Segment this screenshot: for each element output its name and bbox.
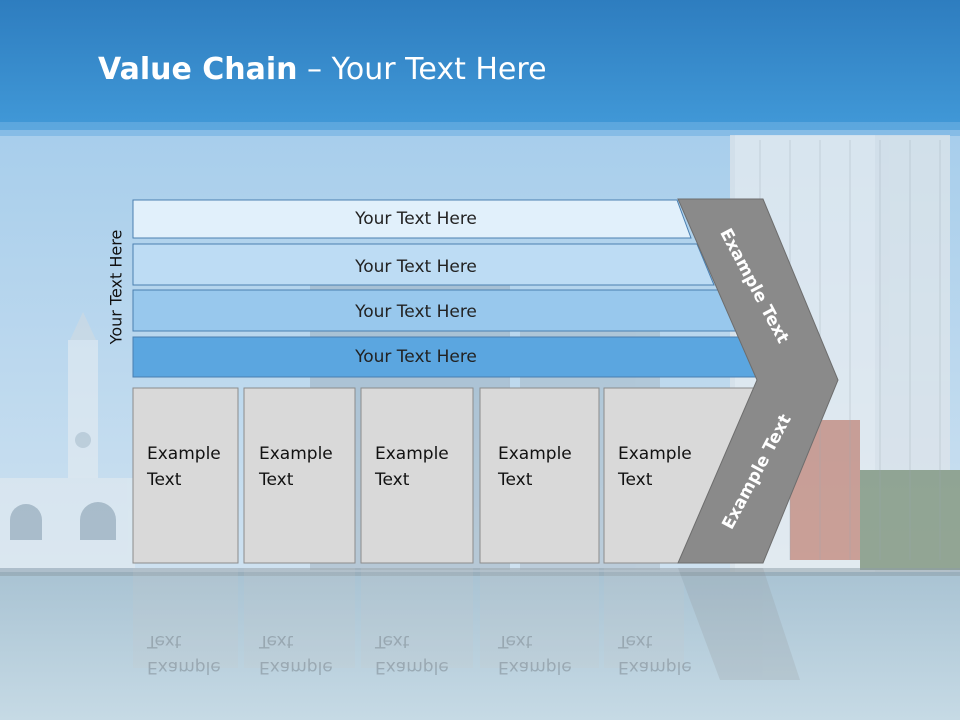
chevron <box>677 198 839 564</box>
box-4-reflection-line1: Example <box>498 657 572 677</box>
box-4 <box>479 387 600 564</box>
box-5-reflection-line2: Text <box>618 631 653 651</box>
band-4-label: Your Text Here <box>355 347 477 367</box>
box-5-reflection-line1: Example <box>618 657 692 677</box>
box-3 <box>360 387 474 564</box>
box-4-reflection: Example Text <box>498 628 572 680</box>
band-3-label: Your Text Here <box>355 302 477 322</box>
box-1-line1: Example <box>147 444 221 464</box>
slide-title: Value Chain – Your Text Here <box>98 52 547 87</box>
box-2-reflection: Example Text <box>259 628 333 680</box>
box-1-reflection: Example Text <box>147 628 221 680</box>
value-chain-diagram <box>132 198 839 564</box>
box-2-line2: Text <box>259 470 294 490</box>
band-1 <box>132 199 692 239</box>
box-3-line2: Text <box>375 470 410 490</box>
box-2 <box>243 387 356 564</box>
diagram-reflection <box>133 568 800 680</box>
box-1-reflection-line1: Example <box>147 657 221 677</box>
box-1 <box>132 387 239 564</box>
box-4-line2: Text <box>498 470 533 490</box>
box-3-line1: Example <box>375 444 449 464</box>
slide-title-bold: Value Chain <box>98 52 298 87</box>
box-4-reflection-line2: Text <box>498 631 533 651</box>
cityscape-left <box>0 312 135 568</box>
box-2-reflection-line1: Example <box>259 657 333 677</box>
box-1-line2: Text <box>147 470 182 490</box>
band-2 <box>132 243 715 286</box>
water <box>0 572 960 720</box>
box-5-line1: Example <box>618 444 692 464</box>
box-3-reflection-line1: Example <box>375 657 449 677</box>
box-1-reflection-line2: Text <box>147 631 182 651</box>
box-5-line2: Text <box>618 470 653 490</box>
box-3-reflection-line2: Text <box>375 631 410 651</box>
vertical-label: Your Text Here <box>106 229 126 345</box>
box-4-line1: Example <box>498 444 572 464</box>
band-1-label: Your Text Here <box>355 209 477 229</box>
slide-title-rest: – Your Text Here <box>297 52 547 87</box>
band-2-label: Your Text Here <box>355 257 477 277</box>
box-2-reflection-line2: Text <box>259 631 294 651</box>
box-5-reflection: Example Text <box>618 628 692 680</box>
box-2-line1: Example <box>259 444 333 464</box>
header-band <box>0 0 960 130</box>
box-3-reflection: Example Text <box>375 628 449 680</box>
